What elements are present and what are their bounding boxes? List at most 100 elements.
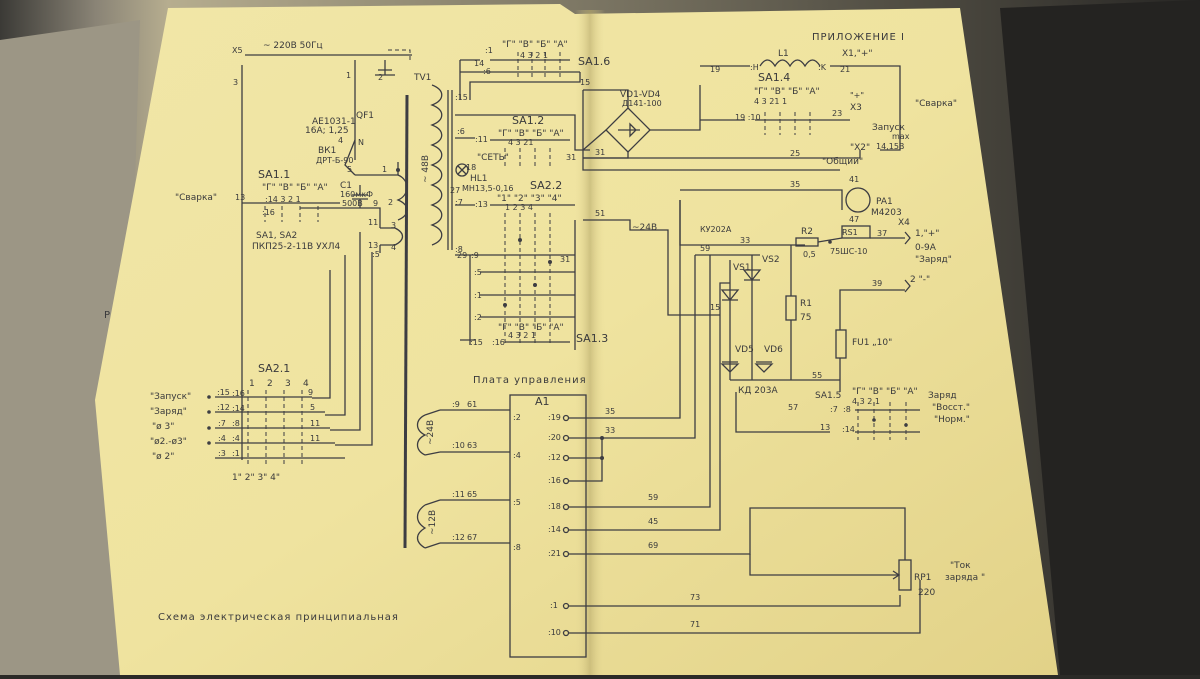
vs2-label: VS2 xyxy=(762,255,780,265)
svg-text::10: :10 xyxy=(452,441,465,450)
welding-label-left: "Сварка" xyxy=(175,193,217,203)
svg-text:4 3 21: 4 3 21 xyxy=(508,138,533,147)
sa16-title: SA1.6 xyxy=(578,55,610,68)
svg-text:67: 67 xyxy=(467,533,477,542)
svg-text::5: :5 xyxy=(474,268,482,277)
svg-text::K: :K xyxy=(818,63,827,72)
sa15-title: SA1.5 xyxy=(815,391,841,401)
appendix-label: ПРИЛОЖЕНИЕ I xyxy=(812,32,905,43)
boost-mode: "Восст." xyxy=(932,403,970,413)
svg-text:3: 3 xyxy=(391,221,396,230)
svg-text:31: 31 xyxy=(560,255,570,264)
set-label: "СЕТЬ" xyxy=(477,153,509,163)
sa11-label: SA1.1 xyxy=(258,168,290,181)
page-fold xyxy=(575,10,605,675)
x2-label: "X2" xyxy=(850,143,870,153)
a1-pin-12: :12 xyxy=(548,453,561,462)
svg-text::2: :2 xyxy=(474,313,482,322)
hl1-label: HL1 xyxy=(470,174,488,184)
left-margin-mark: Р xyxy=(104,310,110,321)
svg-text:21: 21 xyxy=(840,65,850,74)
svg-text::13: :13 xyxy=(475,200,488,209)
a1-pin-10: :10 xyxy=(548,628,561,637)
sa21-bottom: 1" 2" 3" 4" xyxy=(232,473,280,483)
back-paper xyxy=(0,20,140,675)
transformer: TV1 ~ 48В :15 :6 :7 :8 xyxy=(413,73,468,254)
svg-text:3: 3 xyxy=(233,78,238,87)
a1-pin-21: :21 xyxy=(548,549,561,558)
pa1-label: PA1 xyxy=(876,197,893,207)
svg-text::8: :8 xyxy=(843,405,851,414)
charge-label-x4: "Заряд" xyxy=(915,255,952,265)
svg-text:59: 59 xyxy=(648,493,658,502)
svg-text:61: 61 xyxy=(467,400,477,409)
sa22-switch: SA2.2 "1" "2" "3" "4" :13 1 2 3 4 29 :9 … xyxy=(455,179,575,345)
svg-text:47: 47 xyxy=(849,215,859,224)
svg-text:55: 55 xyxy=(812,371,822,380)
svg-text::16: :16 xyxy=(232,389,245,398)
sa13-title: SA1.3 xyxy=(576,332,608,345)
svg-text::8: :8 xyxy=(455,245,463,254)
a1-title: A1 xyxy=(535,395,550,408)
vd5-label: VD5 xyxy=(735,345,754,355)
a1-pin-14: :14 xyxy=(548,525,561,534)
rp1-label: "Ток xyxy=(950,561,971,571)
svg-text::16: :16 xyxy=(262,208,275,217)
qf1-label: QF1 xyxy=(356,111,374,121)
svg-text:15: 15 xyxy=(580,78,590,87)
ku-label: КУ202А xyxy=(700,225,732,234)
aux-v24: ~24В xyxy=(426,420,436,445)
svg-text:1: 1 xyxy=(382,165,387,174)
sa21-col-1: 1 xyxy=(249,379,255,389)
svg-text:13: 13 xyxy=(235,193,245,202)
sa21-row-d2: "ø 2" xyxy=(152,452,174,462)
svg-text:9: 9 xyxy=(373,199,378,208)
sa21-col-4: 4 xyxy=(303,379,309,389)
svg-text:4 3 2 1: 4 3 2 1 xyxy=(508,331,536,340)
svg-text::14: :14 xyxy=(232,404,245,413)
svg-text::4: :4 xyxy=(218,434,226,443)
x4-minus: 2 "-" xyxy=(910,275,930,285)
sa12-header: "Г" "В" "Б" "А" xyxy=(498,129,564,139)
svg-text:1: 1 xyxy=(346,71,351,80)
pkp-label: ПКП25-2-11В УХЛ4 xyxy=(252,242,341,252)
vd6-label: VD6 xyxy=(764,345,783,355)
a1-pin-20: :20 xyxy=(548,433,561,442)
svg-text::3: :3 xyxy=(218,449,226,458)
svg-text:4: 4 xyxy=(338,136,343,145)
rs1-label: RS1 xyxy=(842,228,858,237)
svg-text:11: 11 xyxy=(310,419,320,428)
l1-label: L1 xyxy=(778,49,789,59)
r1-value: 75 xyxy=(800,313,811,323)
welding-label-right: "Сварка" xyxy=(915,99,957,109)
svg-text::1: :1 xyxy=(474,291,482,300)
start-volt: 14,15В xyxy=(876,142,904,151)
svg-text:18: 18 xyxy=(466,163,476,172)
x3-label: X3 xyxy=(850,103,862,113)
svg-text:4 3 21 1: 4 3 21 1 xyxy=(754,97,787,106)
svg-text:N: N xyxy=(358,138,364,147)
common-label: "Общий" xyxy=(822,157,863,167)
a1-pin-18: :18 xyxy=(548,502,561,511)
svg-text:14: 14 xyxy=(474,59,484,68)
supply-label: ~ 220В 50Гц xyxy=(263,41,323,51)
fu1-value: „10" xyxy=(872,338,892,348)
svg-text:13: 13 xyxy=(368,241,378,250)
r2-label: R2 xyxy=(801,227,813,237)
x4-plus: 1,"+" xyxy=(915,229,939,239)
svg-text:69: 69 xyxy=(648,541,658,550)
svg-text:33: 33 xyxy=(605,426,615,435)
svg-text:73: 73 xyxy=(690,593,700,602)
bk1-model: ДРТ-Б-90 xyxy=(316,156,353,165)
svg-text::15: :15 xyxy=(455,93,468,102)
sa21-row-d3: "ø 3" xyxy=(152,422,174,432)
svg-text::14: :14 xyxy=(842,425,855,434)
svg-text::1: :1 xyxy=(232,449,240,458)
svg-text::7: :7 xyxy=(830,405,838,414)
a1-pin-16: :16 xyxy=(548,476,561,485)
charge-mode: Заряд xyxy=(928,391,957,401)
bk1-label: ВК1 xyxy=(318,146,336,156)
svg-text::5: :5 xyxy=(372,250,380,259)
svg-text::8: :8 xyxy=(232,419,240,428)
svg-text::12: :12 xyxy=(217,403,230,412)
